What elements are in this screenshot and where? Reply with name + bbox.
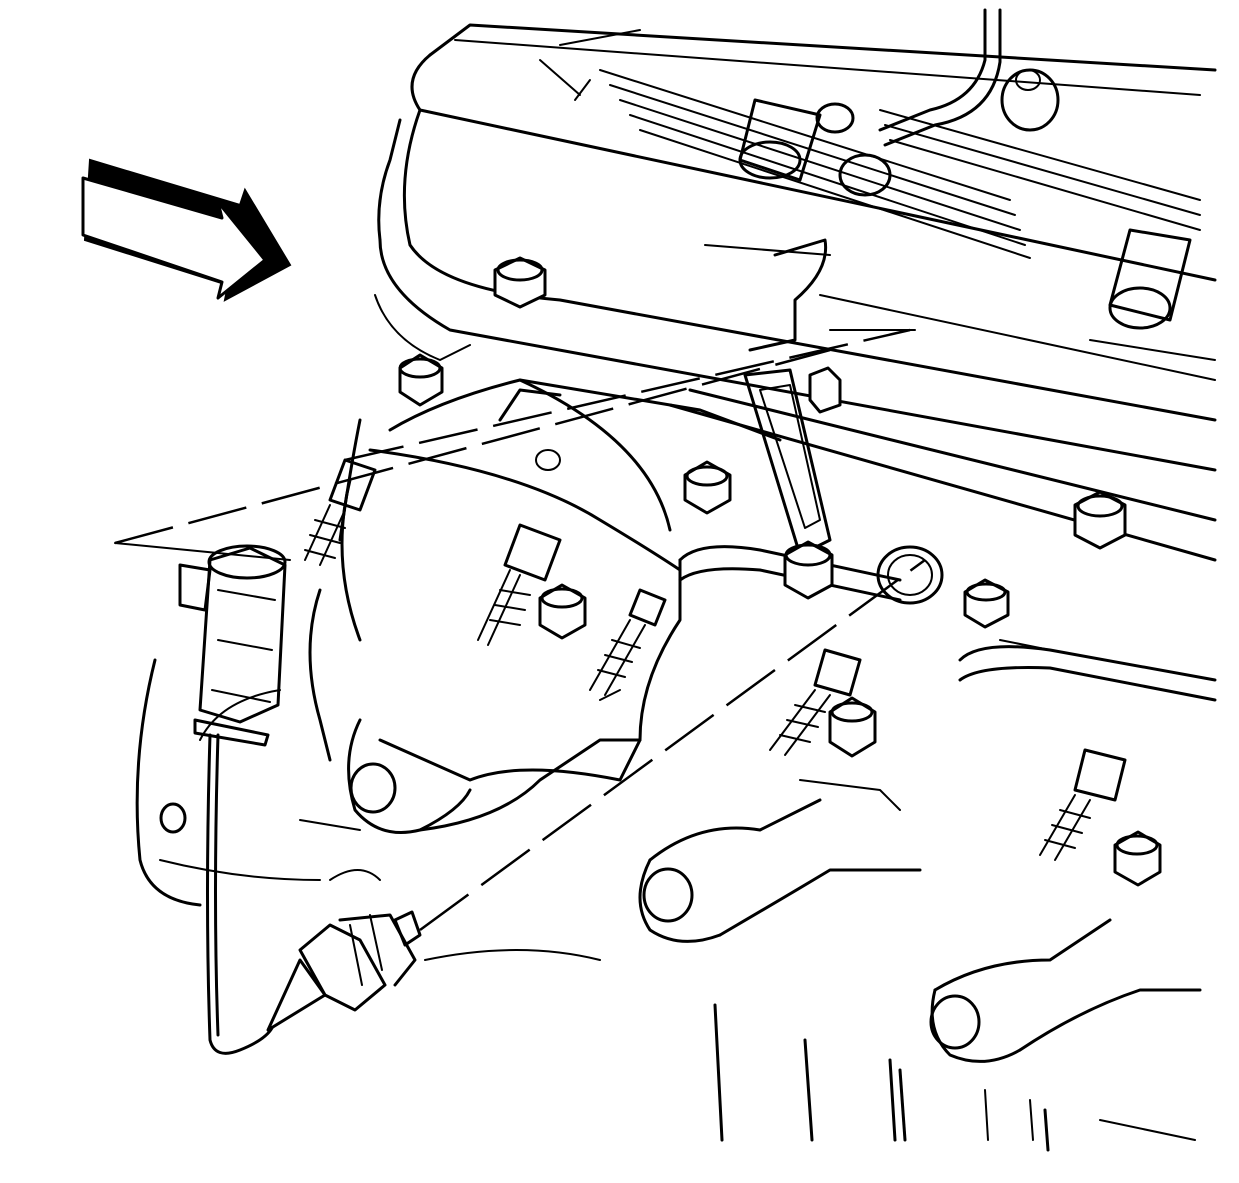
bolt-7 [828, 696, 877, 758]
bolt-8 [1113, 830, 1162, 887]
valve-cover [410, 8, 1217, 330]
bolt-5 [538, 583, 587, 640]
engine-block-outline [135, 658, 381, 907]
bolt-2 [398, 353, 444, 407]
oil-pan-skirt [424, 949, 1196, 1152]
manifold-studs [304, 458, 1127, 861]
port-boss-1 [347, 718, 642, 834]
view-direction-arrow [81, 158, 292, 302]
bolt-6 [963, 578, 1010, 629]
port-boss-2 [638, 798, 922, 943]
stud-4 [1039, 748, 1127, 861]
stud-2 [589, 588, 667, 696]
bolt-4 [1073, 490, 1127, 550]
sensor-electrical-connector [178, 544, 287, 747]
installation-guide-lines [114, 328, 926, 932]
stud-1 [477, 523, 562, 646]
bolt-3 [683, 460, 732, 515]
stud-3 [769, 648, 862, 756]
sensor-wire-harness [206, 733, 274, 1055]
exhaust-manifold [308, 378, 1217, 1063]
bolt-9 [808, 366, 842, 414]
bolt-1 [493, 256, 547, 309]
port-boss-3 [929, 918, 1202, 1063]
heat-shield-bracket [743, 238, 834, 600]
manifold-bolts [398, 256, 1162, 887]
stud-5 [304, 458, 377, 566]
oxygen-sensor [266, 910, 422, 1032]
